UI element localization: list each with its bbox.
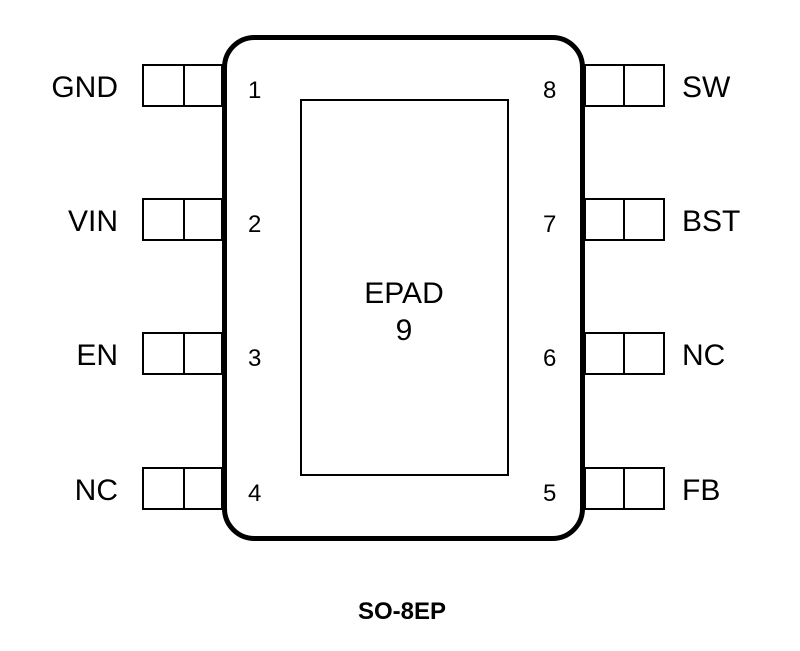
pin-name: BST [682, 205, 740, 238]
pin-5: FB 5 [543, 467, 720, 510]
pin-4: NC 4 [75, 467, 261, 510]
pin-8: SW 8 [543, 64, 731, 107]
exposed-pad [300, 99, 509, 476]
pin-1: GND 1 [51, 64, 261, 107]
pin-name: GND [51, 71, 118, 104]
pin-number: 8 [543, 77, 556, 104]
pin-name: VIN [68, 205, 118, 238]
pin-name: NC [75, 474, 118, 507]
pin-name: SW [682, 71, 731, 104]
pin-name: EN [76, 339, 118, 372]
epad-number: 9 [396, 314, 413, 347]
pin-lead [142, 64, 223, 107]
pin-number: 6 [543, 345, 556, 372]
pin-3: EN 3 [76, 332, 261, 375]
pin-number: 7 [543, 211, 556, 238]
pin-lead [142, 467, 223, 510]
pin-7: BST 7 [543, 198, 740, 241]
pin-name: FB [682, 474, 720, 507]
package-body [222, 35, 585, 541]
pin-number: 4 [248, 480, 261, 507]
pin-2: VIN 2 [68, 198, 261, 241]
pin-name: NC [682, 339, 725, 372]
pin-number: 3 [248, 345, 261, 372]
epad-label: EPAD [364, 277, 443, 310]
pin-lead [142, 198, 223, 241]
pin-number: 1 [248, 77, 261, 104]
pin-6: NC 6 [543, 332, 725, 375]
package-name: SO-8EP [358, 598, 446, 625]
pin-number: 2 [248, 211, 261, 238]
pin-number: 5 [543, 480, 556, 507]
pin-lead [142, 332, 223, 375]
